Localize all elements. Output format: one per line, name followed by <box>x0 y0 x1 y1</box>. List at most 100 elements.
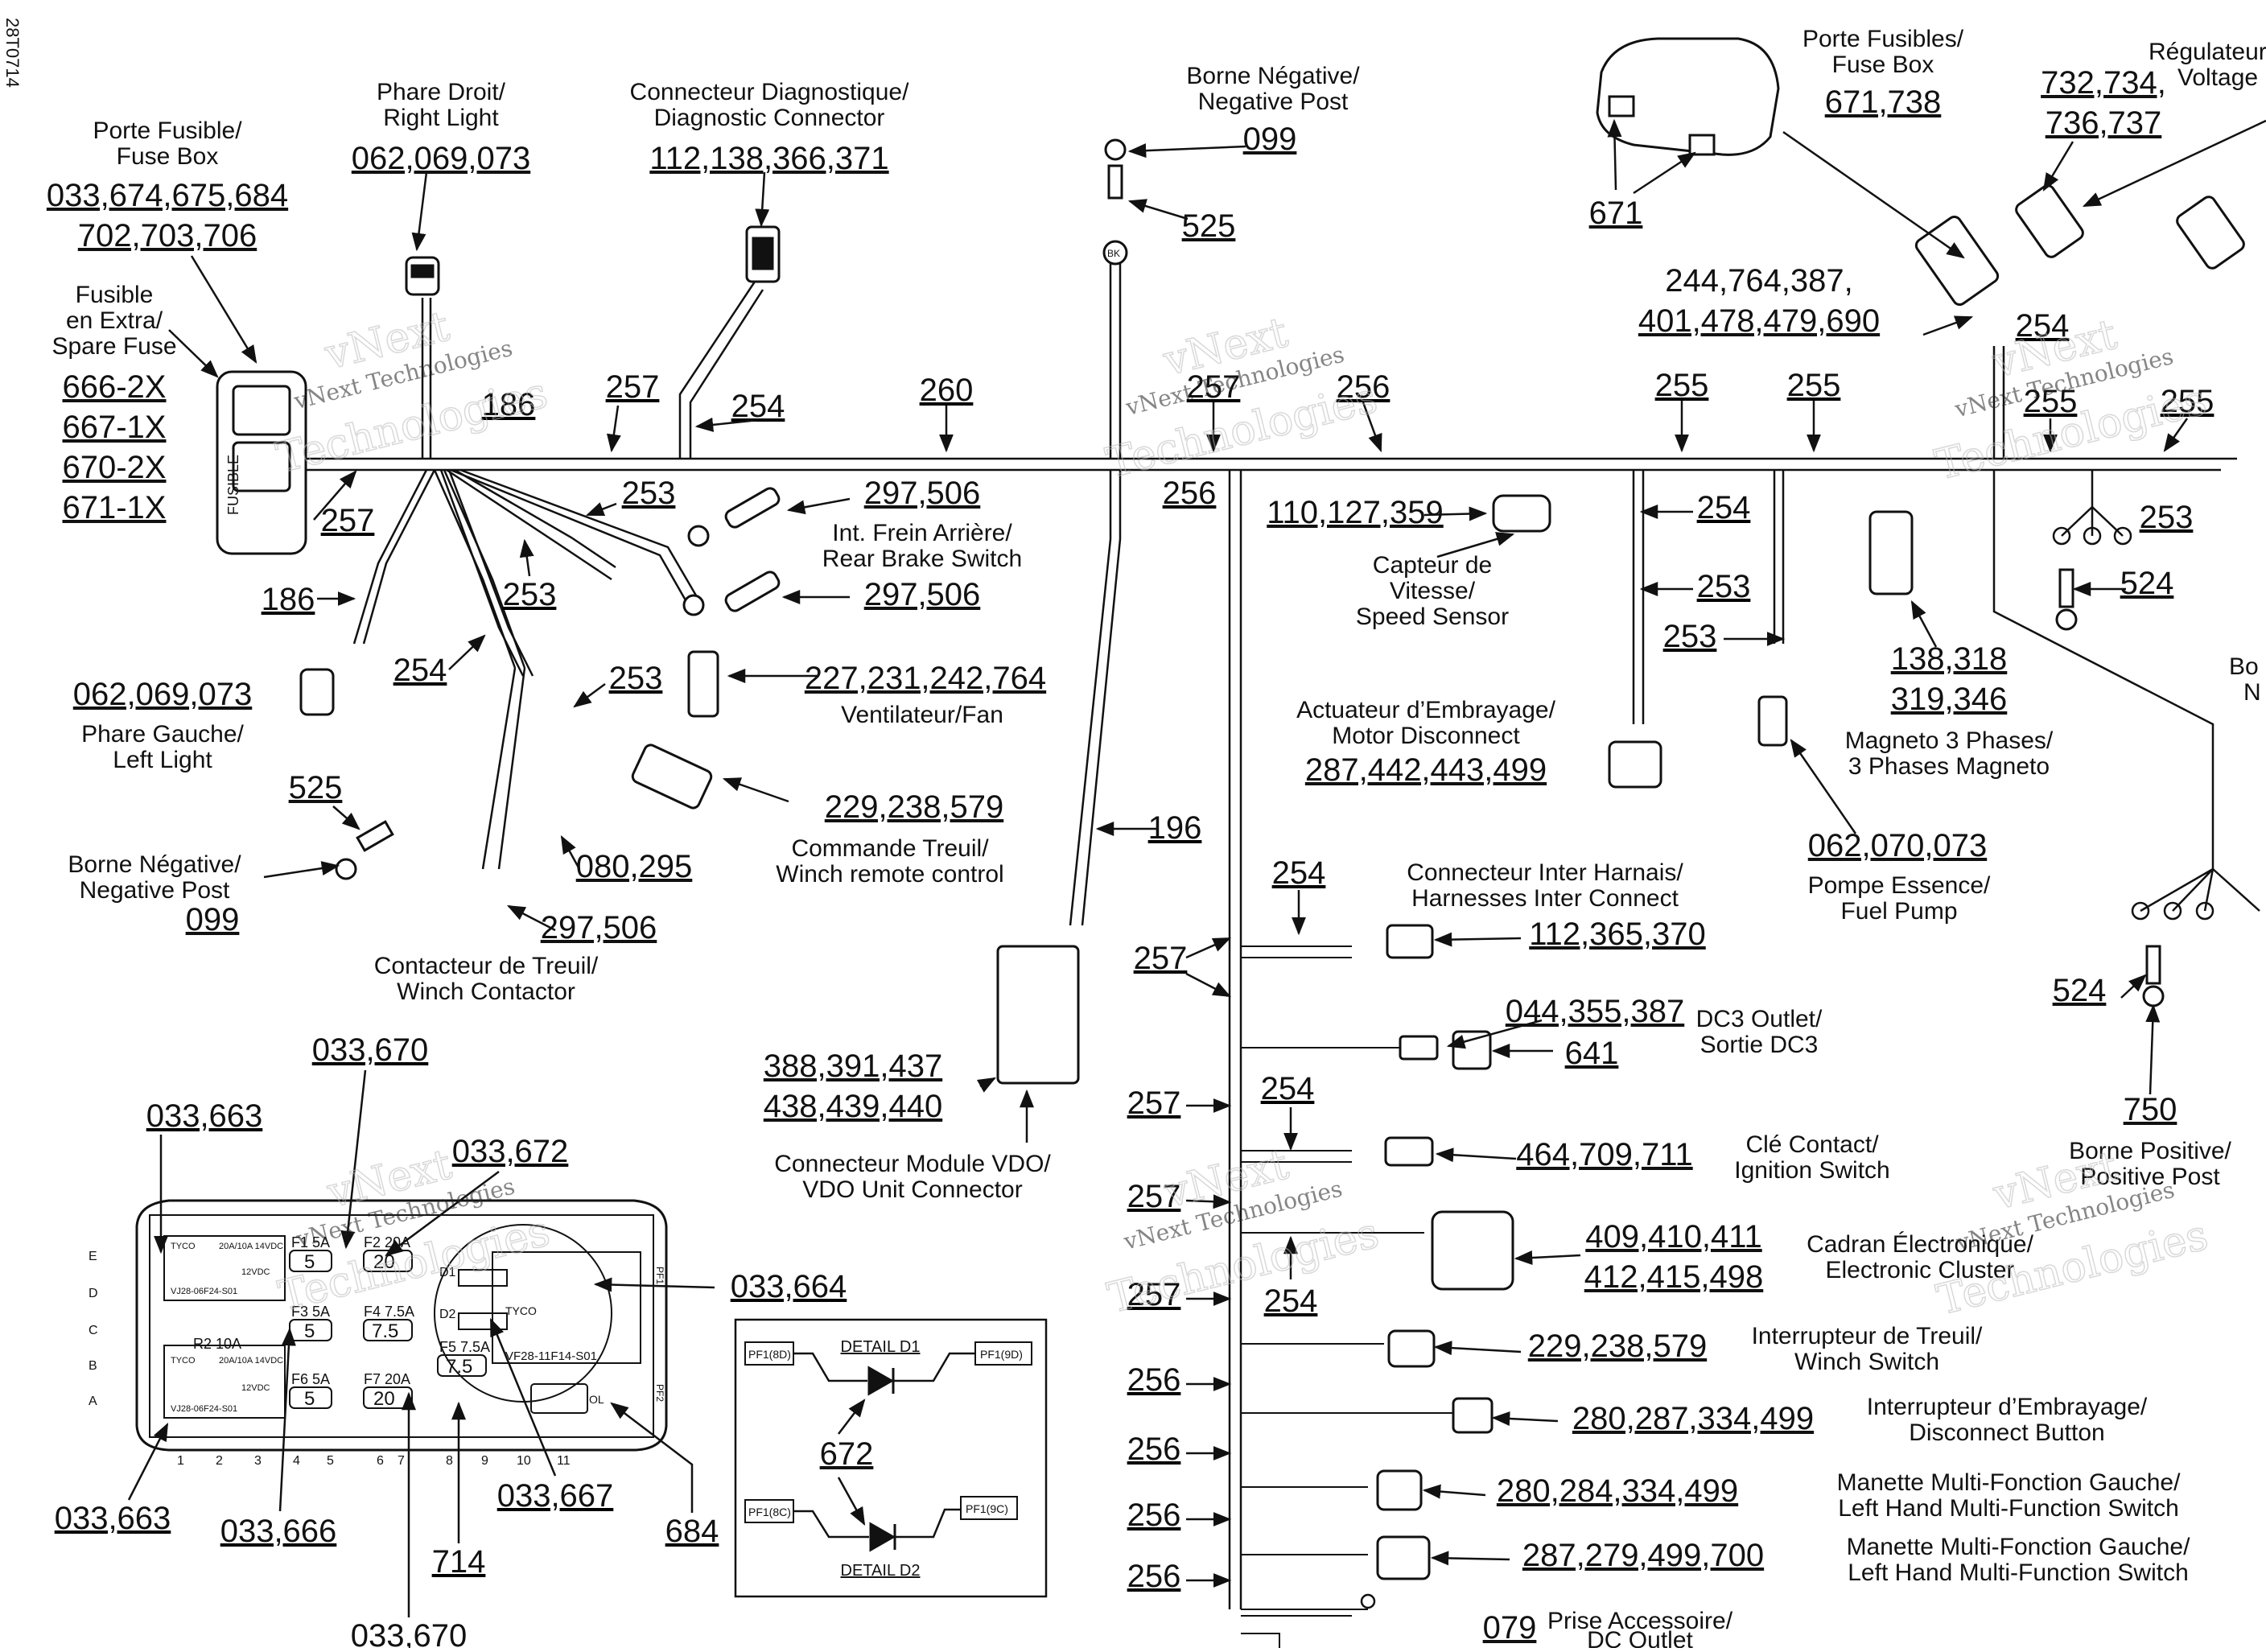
right-fuse-label-2: Fuse Box <box>1832 51 1934 78</box>
right-light-label-2: Right Light <box>383 105 499 131</box>
wire-186-top: 186 <box>482 387 536 422</box>
winch-remote-parts: 229,238,579 <box>825 789 1003 825</box>
col-label-3: 3 <box>254 1454 262 1468</box>
wire-253-e: 253 <box>1663 619 1717 654</box>
neg-post-top-ref: 525 <box>1182 208 1236 244</box>
wire-255-d: 255 <box>2161 384 2214 419</box>
multi2-label-2: Left Hand Multi-Function Switch <box>1848 1559 2189 1586</box>
neg-post-top-label-1: Borne Négative/ <box>1186 63 1360 89</box>
callout-033664: 033,664 <box>731 1269 847 1304</box>
diode-pin-right-1: PF1(9D) <box>980 1348 1023 1361</box>
callout-033670-top: 033,670 <box>312 1032 429 1068</box>
regulator-label-2: Voltage <box>2177 64 2258 91</box>
disconnect-label-1: Interrupteur d’Embrayage/ <box>1867 1394 2148 1420</box>
relay2-rating: 20A/10A 14VDC <box>219 1356 283 1366</box>
brake-label-2: Rear Brake Switch <box>822 546 1022 572</box>
document-id: 28T0714 <box>2 18 23 88</box>
wire-254-e: 254 <box>1261 1071 1315 1106</box>
trunk-branches <box>1241 945 1465 1648</box>
fuse-f4 <box>363 1319 413 1341</box>
winch-contactor-label-1: Contacteur de Treuil/ <box>374 953 599 979</box>
ignition-connector-icon <box>1384 1136 1434 1167</box>
wire-255-b: 255 <box>1787 368 1841 403</box>
ground-dot-b-icon <box>682 594 705 616</box>
fuse-box-label-2: Fuse Box <box>117 143 219 170</box>
brake-parts-bottom: 297,506 <box>864 577 981 612</box>
positive-post-ring-bottom-icon <box>2142 985 2165 1007</box>
col-label-2: 2 <box>216 1454 223 1468</box>
vdo-label-1: Connecteur Module VDO/ <box>774 1151 1051 1177</box>
wire-257-c: 257 <box>1134 941 1188 976</box>
brake-parts-top: 297,506 <box>864 476 981 511</box>
col-label-9: 9 <box>481 1454 488 1468</box>
fan-parts: 227,231,242,764 <box>805 661 1046 696</box>
neg-post-left-ref: 525 <box>289 770 343 805</box>
fuse-box-detail: E D C B A 1 2 3 4 5 6 7 8 9 10 11 TYCO 2… <box>55 1032 847 1652</box>
magneto-parts-2: 319,346 <box>1891 682 2008 717</box>
small-connectors <box>299 184 2245 1580</box>
fan-connector-icon <box>687 650 719 718</box>
tag-pf1: PF1 <box>654 1267 665 1284</box>
wire-255-c: 255 <box>2024 384 2078 419</box>
relay2-label: R2 10A <box>193 1336 241 1352</box>
wire-253-f: 253 <box>2140 500 2194 535</box>
col-label-1: 1 <box>177 1454 184 1468</box>
relay1-volt: 12VDC <box>241 1267 270 1277</box>
regulator-connector-b-icon <box>2176 196 2245 270</box>
diag-label-1: Connecteur Diagnostique/ <box>630 79 910 105</box>
ignition-label-2: Ignition Switch <box>1734 1157 1889 1184</box>
ignition-parts: 464,709,711 <box>1516 1137 1692 1172</box>
bk-tag: BK <box>1107 248 1120 259</box>
left-light-connector-icon <box>299 668 335 716</box>
cluster-parts-1: 409,410,411 <box>1585 1219 1761 1254</box>
right-fuse-label-1: Porte Fusibles/ <box>1802 26 1964 52</box>
fuel-pump-label-2: Fuel Pump <box>1840 898 1957 925</box>
col-label-7: 7 <box>398 1454 405 1468</box>
fuse-f5-value: 7.5 <box>446 1356 472 1378</box>
ignition-label-1: Clé Contact/ <box>1745 1131 1879 1158</box>
spare-fuse-label-3: Spare Fuse <box>52 333 176 360</box>
fuse-f4-label: F4 7.5A <box>364 1304 414 1320</box>
labels: Porte Fusible/ Fuse Box 033,674,675,684 … <box>47 26 2266 1652</box>
regulator-label-1: Régulateur <box>2149 39 2266 65</box>
callout-684: 684 <box>665 1514 719 1549</box>
wire-186-left: 186 <box>262 582 315 617</box>
positive-post-label-1: Borne Positive/ <box>2069 1138 2231 1164</box>
neg-post-top-parts: 099 <box>1243 122 1297 157</box>
col-label-5: 5 <box>327 1454 334 1468</box>
dc3-connector-icon <box>1399 1035 1439 1061</box>
wire-256-e: 256 <box>1127 1498 1181 1533</box>
left-neg-terminal-icon <box>356 820 394 852</box>
wire-257-a: 257 <box>606 369 660 405</box>
vdo-connector-icon <box>996 945 1080 1085</box>
parts-244-2: 401,478,479,690 <box>1638 303 1880 339</box>
motor-disconnect-label-1: Actuateur d’Embrayage/ <box>1296 697 1556 723</box>
negative-post-ring-icon: BK <box>1102 138 1128 266</box>
spare-fuse-part-1: 666-2X <box>63 369 167 405</box>
fuse-f6-label: F6 5A <box>291 1371 330 1387</box>
regulator-connector-a-icon <box>2015 184 2084 258</box>
positive-post-ref: 524 <box>2053 973 2107 1008</box>
dc3-plug-icon <box>1452 1030 1492 1070</box>
fuse-f5-label: F5 7.5A <box>439 1339 490 1355</box>
winch-remote-label-1: Commande Treuil/ <box>791 835 989 862</box>
wire-256-a: 256 <box>1337 369 1390 405</box>
speed-sensor-label-3: Speed Sensor <box>1356 604 1509 630</box>
vdo-label-2: VDO Unit Connector <box>802 1176 1022 1203</box>
diode-d1-label: D1 <box>439 1266 456 1279</box>
row-label-a: A <box>89 1395 97 1408</box>
callout-033663-top: 033,663 <box>146 1098 263 1134</box>
fuse-f3-label: F3 5A <box>291 1304 330 1320</box>
fuse-f6-value: 5 <box>304 1388 315 1410</box>
diode-d1 <box>458 1269 508 1287</box>
wire-numbers: 186 257 254 260 257 256 255 255 254 255 … <box>262 308 2214 1594</box>
wire-253-c: 253 <box>609 661 663 696</box>
diag-label-2: Diagnostic Connector <box>654 105 885 131</box>
left-neg-ring-icon <box>335 858 357 880</box>
tag-pf2: PF2 <box>654 1384 665 1402</box>
fuse-detail-arrows <box>127 1069 715 1617</box>
dc3-label-2: Sortie DC3 <box>1700 1032 1819 1058</box>
relay2-volt: 12VDC <box>241 1383 270 1393</box>
